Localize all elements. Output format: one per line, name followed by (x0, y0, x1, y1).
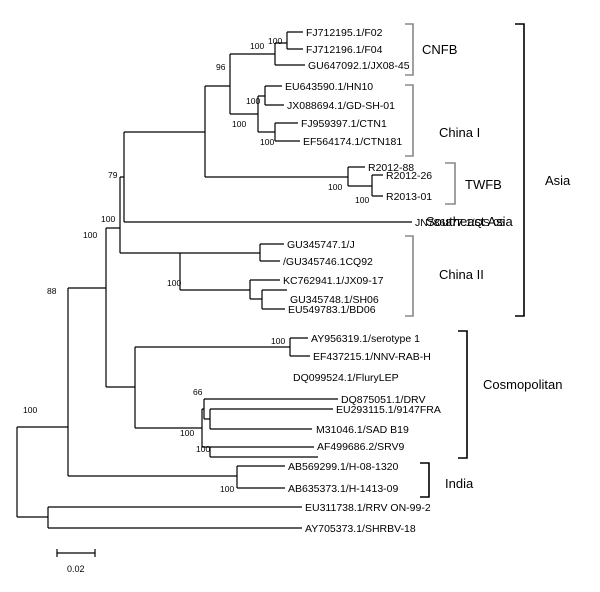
bracket-twfb (445, 162, 456, 205)
clade-label-china1: China I (439, 125, 480, 140)
bracket-china1 (405, 84, 414, 157)
leaf-label: EU293115.1/9147FRA (336, 404, 441, 416)
leaf-label: JX088694.1/GD-SH-01 (287, 100, 395, 112)
bracket-china2 (405, 235, 414, 317)
scale-bar-label: 0.02 (67, 564, 85, 574)
bootstrap-value: 100 (355, 195, 369, 205)
bootstrap-value: 88 (47, 286, 57, 296)
clade-label-cosmopolitan: Cosmopolitan (483, 377, 563, 392)
bracket-cosmopolitan (458, 330, 468, 459)
clade-label-china2: China II (439, 267, 484, 282)
leaf-label: AB569299.1/H-08-1320 (288, 461, 398, 473)
leaf-labels: FJ712195.1/F02 FJ712196.1/F04 GU647092.1… (283, 27, 505, 535)
clade-label-southeast-asia: Southeast Asia (426, 214, 513, 229)
bootstrap-value: 100 (246, 96, 260, 106)
clade-label-twfb: TWFB (465, 177, 502, 192)
leaf-label: R2013-01 (386, 191, 432, 203)
clade-label-asia: Asia (545, 173, 571, 188)
leaf-label: /GU345746.1CQ92 (283, 256, 373, 268)
leaf-label: FJ959397.1/CTN1 (301, 118, 387, 130)
leaf-label: EU549783.1/BD06 (288, 304, 376, 316)
leaf-label: FJ712196.1/F04 (306, 44, 383, 56)
bootstrap-value: 100 (167, 278, 181, 288)
leaf-label: DQ099524.1/FluryLEP (293, 372, 399, 384)
leaf-label: AF499686.2/SRV9 (317, 441, 405, 453)
bootstrap-value: 100 (220, 484, 234, 494)
bootstrap-value: 66 (193, 387, 203, 397)
bootstrap-values: 100 100 96 100 100 100 100 100 79 100 10… (23, 36, 369, 494)
leaf-label: FJ712195.1/F02 (306, 27, 383, 39)
bootstrap-value: 100 (180, 428, 194, 438)
scale-bar: 0.02 (56, 549, 96, 574)
leaf-label: R2012-88 (368, 162, 414, 174)
leaf-label: GU647092.1/JX08-45 (308, 60, 410, 72)
leaf-label: JN786877.1/QS-05 (415, 217, 505, 229)
bootstrap-value: 100 (83, 230, 97, 240)
bootstrap-value: 79 (108, 170, 118, 180)
leaf-label: AY705373.1/SHRBV-18 (305, 523, 416, 535)
bracket-india (420, 462, 430, 498)
bracket-asia (515, 23, 525, 317)
bootstrap-value: 100 (232, 119, 246, 129)
leaf-label: R2012-26 (386, 170, 432, 182)
bootstrap-value: 100 (250, 41, 264, 51)
clade-label-cnfb: CNFB (422, 42, 457, 57)
clade-labels: CNFB China I TWFB Southeast Asia China I… (422, 42, 571, 491)
bootstrap-value: 100 (101, 214, 115, 224)
leaf-label: GU345748.1/SH06 (290, 294, 379, 306)
leaf-label: KC762941.1/JX09-17 (283, 275, 384, 287)
leaf-label: EU643590.1/HN10 (285, 81, 373, 93)
leaf-label: EF437215.1/NNV-RAB-H (313, 351, 431, 363)
bootstrap-value: 100 (328, 182, 342, 192)
bootstrap-value: 100 (271, 336, 285, 346)
bracket-cnfb (405, 23, 414, 76)
leaf-label: M31046.1/SAD B19 (316, 424, 409, 436)
leaf-label: GU345747.1/J (287, 239, 355, 251)
bootstrap-value: 100 (23, 405, 37, 415)
clade-label-india: India (445, 476, 474, 491)
tree-branches (16, 31, 412, 529)
bootstrap-value: 96 (216, 62, 226, 72)
leaf-label: AB635373.1/H-1413-09 (288, 483, 398, 495)
bootstrap-value: 100 (196, 444, 210, 454)
bootstrap-value: 100 (268, 36, 282, 46)
leaf-label: AY956319.1/serotype 1 (311, 333, 420, 345)
leaf-label: EF564174.1/CTN181 (303, 136, 402, 148)
clade-brackets (405, 23, 525, 498)
leaf-label: EU311738.1/RRV ON-99-2 (305, 502, 431, 514)
leaf-label: DQ875051.1/DRV (341, 394, 425, 406)
bootstrap-value: 100 (260, 137, 274, 147)
